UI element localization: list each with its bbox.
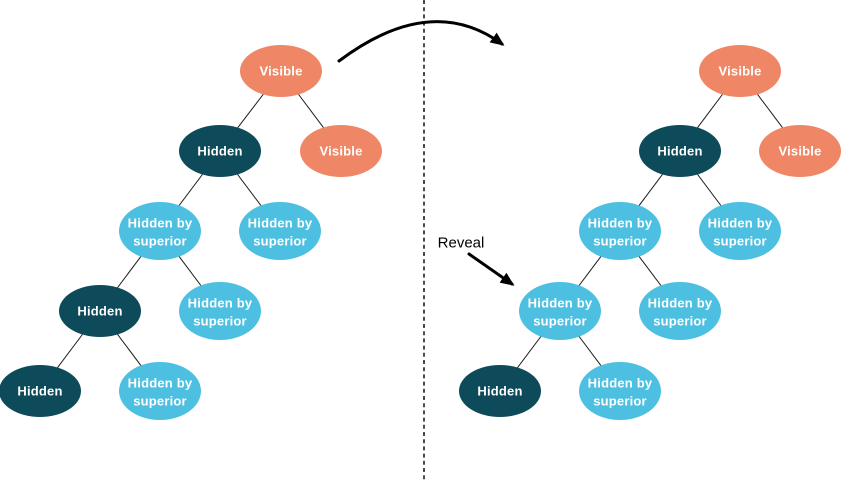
tree-node-hidden-by-superior: Hidden by superior <box>699 202 781 260</box>
tree-node-hidden: Hidden <box>0 365 81 417</box>
node-label: Hidden <box>77 304 122 319</box>
tree-node-hidden: Hidden <box>639 125 721 177</box>
node-label: Hidden by superior <box>248 215 313 248</box>
transition-arrow <box>337 20 505 63</box>
tree-node-hidden-by-superior: Hidden by superior <box>119 362 201 420</box>
node-label-line: Hidden by <box>188 295 253 310</box>
node-ellipse <box>699 45 781 97</box>
node-ellipse <box>759 125 841 177</box>
node-label: Hidden <box>197 144 242 159</box>
node-label: Hidden by superior <box>128 215 193 248</box>
node-label-line: Hidden by <box>248 215 313 230</box>
node-label: Hidden by superior <box>588 375 653 408</box>
node-ellipse <box>59 285 141 337</box>
node-label-line: superior <box>253 233 307 248</box>
reveal-arrow <box>467 252 515 286</box>
tree-node-visible: Visible <box>300 125 382 177</box>
node-label: Visible <box>259 64 302 79</box>
node-label: Hidden by superior <box>708 215 773 248</box>
tree-node-hidden: Hidden <box>179 125 261 177</box>
tree-node-hidden-by-superior: Hidden by superior <box>119 202 201 260</box>
node-label: Hidden by superior <box>528 295 593 328</box>
node-ellipse <box>639 125 721 177</box>
node-ellipse <box>300 125 382 177</box>
tree-node-hidden-by-superior: Hidden by superior <box>519 282 601 340</box>
tree-node-hidden-by-superior: Hidden by superior <box>239 202 321 260</box>
node-ellipse <box>119 202 201 260</box>
tree-node-visible: Visible <box>759 125 841 177</box>
node-ellipse <box>239 202 321 260</box>
node-label: Hidden by superior <box>188 295 253 328</box>
reveal-label: Reveal <box>438 235 485 252</box>
node-ellipse <box>639 282 721 340</box>
node-label-line: Hidden by <box>128 375 193 390</box>
tree-node-visible: Visible <box>699 45 781 97</box>
node-label-line: superior <box>713 233 767 248</box>
node-ellipse <box>179 125 261 177</box>
node-label: Hidden <box>17 384 62 399</box>
node-label-line: Hidden by <box>528 295 593 310</box>
tree-node-hidden-by-superior: Hidden by superior <box>179 282 261 340</box>
node-label-line: superior <box>193 313 247 328</box>
tree-node-visible: Visible <box>240 45 322 97</box>
node-label-line: superior <box>653 313 707 328</box>
node-label: Visible <box>778 144 821 159</box>
node-ellipse <box>179 282 261 340</box>
node-ellipse <box>519 282 601 340</box>
node-label-line: Hidden by <box>648 295 713 310</box>
node-ellipse <box>119 362 201 420</box>
tree-node-hidden-by-superior: Hidden by superior <box>579 362 661 420</box>
node-label: Hidden by superior <box>128 375 193 408</box>
tree-node-hidden-by-superior: Hidden by superior <box>579 202 661 260</box>
node-ellipse <box>699 202 781 260</box>
node-ellipse <box>579 202 661 260</box>
node-label: Hidden <box>657 144 702 159</box>
node-ellipse <box>240 45 322 97</box>
node-label: Hidden by superior <box>588 215 653 248</box>
node-label-line: superior <box>133 233 187 248</box>
node-label-line: Hidden by <box>708 215 773 230</box>
tree-node-hidden: Hidden <box>459 365 541 417</box>
tree-node-hidden: Hidden <box>59 285 141 337</box>
node-ellipse <box>579 362 661 420</box>
node-label-line: superior <box>593 393 647 408</box>
node-label: Hidden by superior <box>648 295 713 328</box>
node-label-line: Hidden by <box>588 375 653 390</box>
node-label: Hidden <box>477 384 522 399</box>
node-ellipse <box>459 365 541 417</box>
node-label-line: superior <box>133 393 187 408</box>
node-label-line: superior <box>533 313 587 328</box>
tree-node-hidden-by-superior: Hidden by superior <box>639 282 721 340</box>
node-label-line: Hidden by <box>128 215 193 230</box>
node-label: Visible <box>718 64 761 79</box>
node-ellipse <box>0 365 81 417</box>
node-label-line: Hidden by <box>588 215 653 230</box>
node-label: Visible <box>319 144 362 159</box>
node-label-line: superior <box>593 233 647 248</box>
